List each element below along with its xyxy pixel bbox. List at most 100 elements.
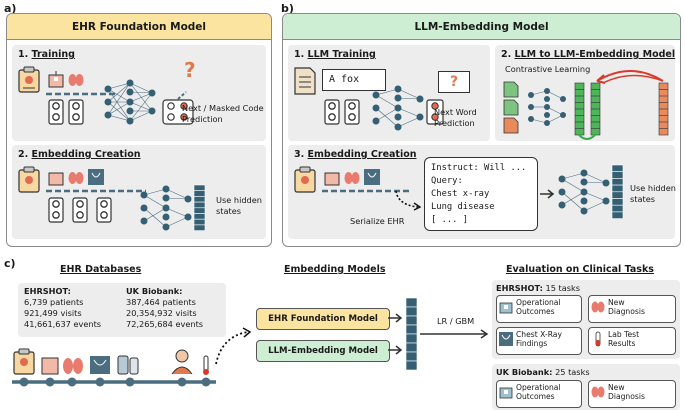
training-caption-1: Next / Masked Code xyxy=(182,103,264,113)
instruct-line-4: [ ... ] xyxy=(431,215,469,225)
training-caption-2: Prediction xyxy=(182,114,223,124)
document-icon xyxy=(294,67,316,95)
hospital-icon xyxy=(48,172,64,186)
embedding-vector-icon xyxy=(611,164,624,219)
instruct-line-1: Query: xyxy=(431,176,463,186)
panel-b-header: LLM-Embedding Model xyxy=(283,14,680,40)
dashed-arrow-up xyxy=(177,91,187,100)
patient-record-icon xyxy=(294,166,316,193)
serialize-arrow xyxy=(395,190,422,211)
hospital-icon xyxy=(499,387,513,399)
next-word-caption-2: Prediction xyxy=(434,118,475,128)
ehrshot-name: EHRSHOT: xyxy=(24,286,71,296)
panel-ehr-foundation: EHR Foundation Model 1. Training xyxy=(6,13,272,247)
databases-box: EHRSHOT: 6,739 patients 921,499 visits 4… xyxy=(18,283,226,337)
xray-icon xyxy=(499,332,513,346)
panel-a-header: EHR Foundation Model xyxy=(7,14,271,40)
instruct-line-0: Instruct: Will ... xyxy=(431,163,527,173)
embedding-box-b: 3. Embedding Creation Serialize EHR Inst… xyxy=(288,145,676,239)
input-tokens xyxy=(324,99,360,125)
neural-network-icon xyxy=(372,85,424,131)
hospital-icon xyxy=(48,71,64,88)
ehrshot-events: 41,661,637 events xyxy=(24,319,102,329)
eval-ehrshot-label: EHRSHOT: 15 tasks xyxy=(496,283,581,293)
timeline xyxy=(46,92,116,96)
label-a: a) xyxy=(4,2,17,15)
timeline xyxy=(322,189,412,193)
training-box: 1. Training xyxy=(12,45,266,141)
embedding-caption-b-1: Use hidden xyxy=(630,183,676,193)
patient-record-icon xyxy=(18,166,40,193)
llm-training-title: 1. LLM Training xyxy=(294,49,376,60)
model-arrows xyxy=(388,313,403,355)
embedding-caption-a-1: Use hidden xyxy=(216,195,262,205)
lr-gbm-label: LR / GBM xyxy=(437,316,475,326)
llm-to-embedding-title: 2. LLM to LLM-Embedding Model xyxy=(501,49,676,60)
diagnosis-icon xyxy=(591,386,605,398)
embedding-vector-icon xyxy=(193,184,206,231)
patient-record-icon xyxy=(18,66,40,93)
patient-timeline xyxy=(12,348,216,387)
contrastive-vectors xyxy=(574,70,669,140)
databases-title: EHR Databases xyxy=(60,264,142,275)
embedding-title-b: 3. Embedding Creation xyxy=(294,149,417,160)
question-mark: ? xyxy=(184,58,196,82)
panel-llm-embedding: LLM-Embedding Model 1. LLM Training A fo… xyxy=(282,13,681,247)
label-b: b) xyxy=(281,2,294,15)
models-title: Embedding Models xyxy=(284,264,386,275)
xray-icon xyxy=(88,169,104,185)
lungs-icon xyxy=(68,74,84,86)
embedding-caption-a-2: states xyxy=(216,206,242,216)
neural-network-icon xyxy=(140,185,192,231)
patient-record-icon xyxy=(13,348,35,375)
next-word-caption-1: Next Word xyxy=(434,107,477,117)
ukb-events: 72,265,684 events xyxy=(126,319,204,329)
lungs-icon xyxy=(344,172,360,184)
xray-icon xyxy=(364,169,380,185)
ukb-visits: 20,354,932 visits xyxy=(126,308,197,318)
llm-to-embedding-box: 2. LLM to LLM-Embedding Model Contrastiv… xyxy=(495,45,675,141)
test-tube-icon xyxy=(595,331,601,347)
arrow-to-eval xyxy=(420,329,489,339)
embedding-title-a: 2. Embedding Creation xyxy=(18,149,141,160)
hospital-icon xyxy=(499,302,513,314)
llm-training-box: 1. LLM Training A fox ? xyxy=(288,45,490,141)
instruct-line-3: Lung disease xyxy=(431,202,495,212)
eval-ukb-label: UK Biobank: 25 tasks xyxy=(496,367,590,377)
embedding-caption-b-2: states xyxy=(630,194,656,204)
instruct-box: Instruct: Will ... Query: Chest x-ray Lu… xyxy=(424,157,538,231)
hospital-icon xyxy=(324,172,340,186)
embedding-vector-icon xyxy=(405,297,418,371)
document-stack-icon xyxy=(503,81,519,134)
lungs-icon xyxy=(68,172,84,184)
timeline xyxy=(46,189,146,193)
model-llm-embedding: LLM-Embedding Model xyxy=(256,340,390,362)
input-tokens xyxy=(48,197,112,223)
eval-title: Evaluation on Clinical Tasks xyxy=(506,264,654,275)
instruct-line-2: Chest x-ray xyxy=(431,189,490,199)
output-tokens xyxy=(162,99,194,125)
label-c: c) xyxy=(4,257,16,270)
neural-network-icon xyxy=(104,79,156,125)
prompt-box: A fox xyxy=(322,69,386,91)
input-tokens xyxy=(48,99,84,125)
arrow-right xyxy=(540,189,555,199)
ukb-name: UK Biobank: xyxy=(126,286,183,296)
ukb-patients: 387,464 patients xyxy=(126,297,196,307)
neural-network-icon xyxy=(558,169,610,215)
contrastive-label: Contrastive Learning xyxy=(505,64,591,74)
training-title: 1. Training xyxy=(18,49,75,60)
serialize-label: Serialize EHR xyxy=(350,216,405,226)
next-word-box: ? xyxy=(438,71,470,93)
embedding-box-a: 2. Embedding Creation xyxy=(12,145,266,239)
model-ehr-foundation: EHR Foundation Model xyxy=(256,308,390,330)
ehrshot-patients: 6,739 patients xyxy=(24,297,84,307)
output-tokens xyxy=(426,99,444,125)
